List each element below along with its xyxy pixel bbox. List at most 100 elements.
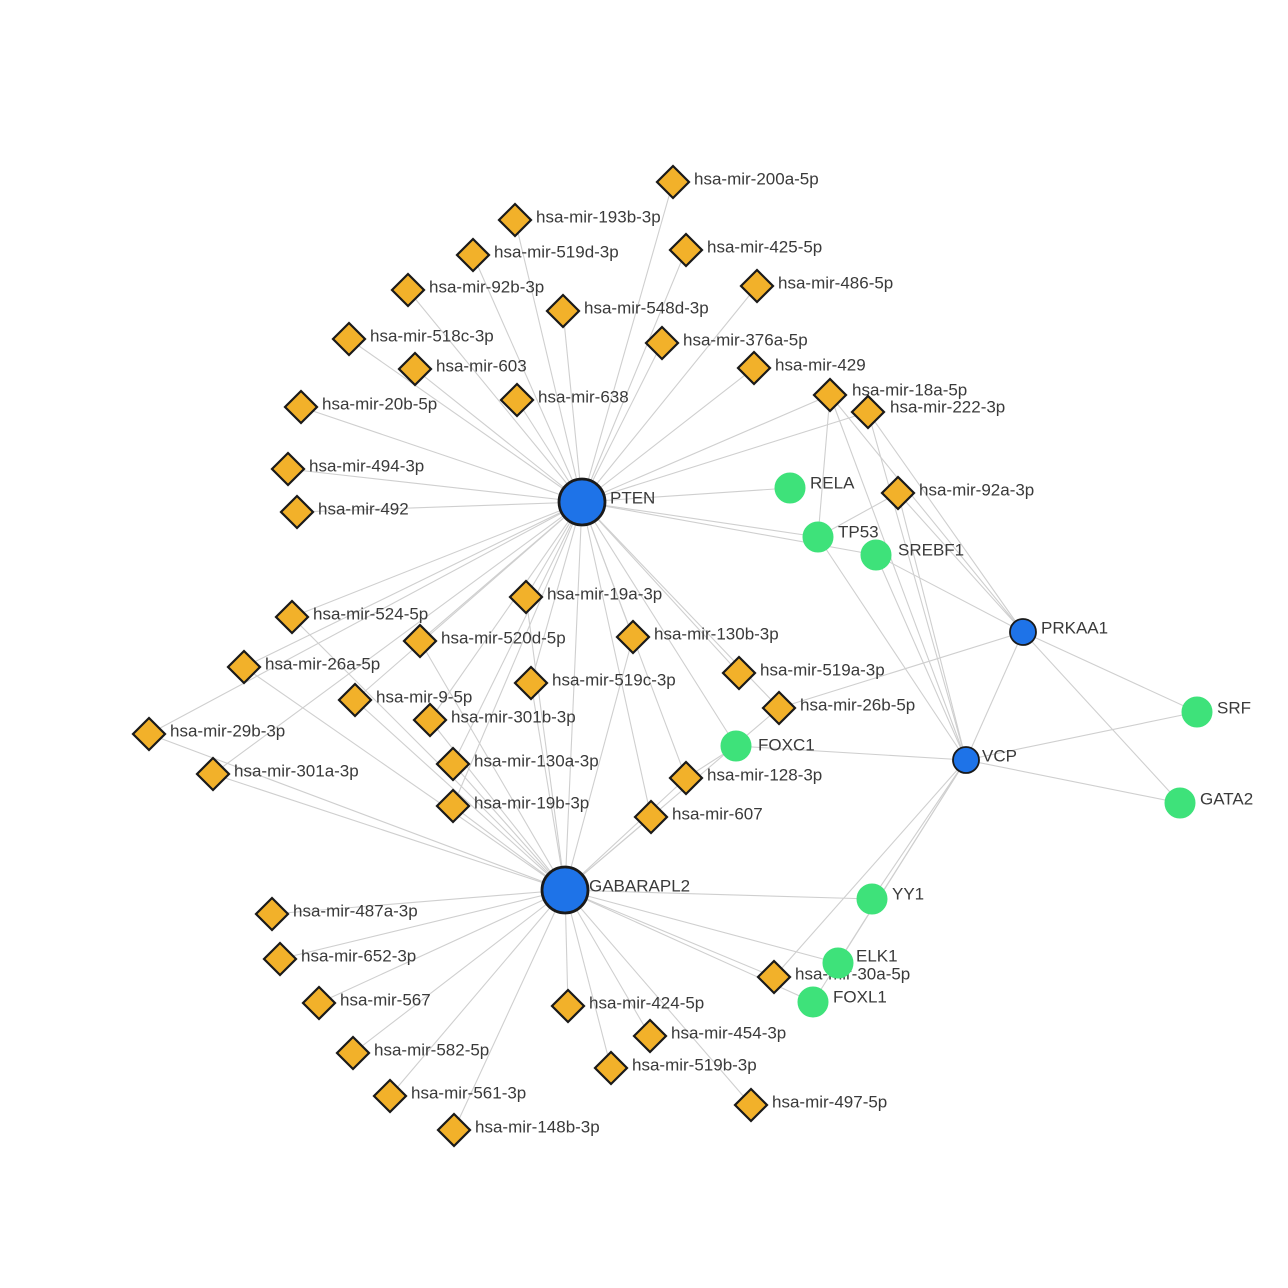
node-label: hsa-mir-18a-5p bbox=[852, 380, 967, 399]
node-m519a3p[interactable]: hsa-mir-519a-3p bbox=[721, 655, 885, 691]
node-m519d3p[interactable]: hsa-mir-519d-3p bbox=[455, 237, 619, 273]
edge-PTEN-FOXC1 bbox=[581, 501, 737, 747]
node-label: VCP bbox=[982, 746, 1017, 765]
node-label: GATA2 bbox=[1200, 789, 1253, 808]
node-label: hsa-mir-26a-5p bbox=[265, 654, 380, 673]
node-m497_5p[interactable]: hsa-mir-497-5p bbox=[733, 1087, 887, 1123]
mirna-diamond-marker bbox=[739, 268, 775, 304]
node-m518c3p[interactable]: hsa-mir-518c-3p bbox=[331, 321, 494, 357]
node-layer: hsa-mir-200a-5phsa-mir-193b-3phsa-mir-51… bbox=[131, 164, 1253, 1148]
edge-PTEN-m29b3p bbox=[148, 501, 583, 735]
node-m454_3p[interactable]: hsa-mir-454-3p bbox=[632, 1018, 786, 1054]
node-m26a5p[interactable]: hsa-mir-26a-5p bbox=[226, 649, 380, 685]
edge-GABARAPL2-YY1 bbox=[564, 889, 873, 900]
node-m519c3p[interactable]: hsa-mir-519c-3p bbox=[513, 665, 676, 701]
node-PRKAA1[interactable]: PRKAA1 bbox=[1009, 618, 1108, 646]
node-m486_5p[interactable]: hsa-mir-486-5p bbox=[739, 268, 893, 304]
node-m492[interactable]: hsa-mir-492 bbox=[279, 494, 409, 530]
mirna-diamond-marker bbox=[633, 799, 669, 835]
node-label: hsa-mir-497-5p bbox=[772, 1092, 887, 1111]
edge-PTEN-m429 bbox=[581, 367, 755, 503]
node-VCP[interactable]: VCP bbox=[952, 746, 1017, 774]
mirna-diamond-marker bbox=[632, 1018, 668, 1054]
node-FOXL1[interactable]: FOXL1 bbox=[797, 986, 887, 1018]
node-m193b3p[interactable]: hsa-mir-193b-3p bbox=[497, 202, 661, 238]
edge-GABARAPL2-m26a5p bbox=[243, 666, 566, 891]
node-m429[interactable]: hsa-mir-429 bbox=[736, 350, 866, 386]
edge-PTEN-m548d3p bbox=[562, 310, 583, 503]
node-m425_5p[interactable]: hsa-mir-425-5p bbox=[668, 232, 822, 268]
node-m524_5p[interactable]: hsa-mir-524-5p bbox=[274, 599, 428, 635]
node-SREBF1[interactable]: SREBF1 bbox=[860, 539, 964, 571]
node-label: hsa-mir-9-5p bbox=[376, 687, 472, 706]
node-m18a5p[interactable]: hsa-mir-18a-5p bbox=[812, 377, 967, 413]
edge-GABARAPL2-m19a3p bbox=[525, 596, 566, 891]
node-m20b5p[interactable]: hsa-mir-20b-5p bbox=[283, 389, 437, 425]
node-m130b3p[interactable]: hsa-mir-130b-3p bbox=[615, 619, 779, 655]
node-RELA[interactable]: RELA bbox=[774, 472, 855, 504]
node-m603[interactable]: hsa-mir-603 bbox=[397, 351, 527, 387]
edge-PRKAA1-m222_3p bbox=[867, 411, 1024, 633]
transcription-factor-circle-marker bbox=[822, 947, 854, 979]
node-label: TP53 bbox=[838, 522, 879, 541]
node-GATA2[interactable]: GATA2 bbox=[1164, 787, 1253, 819]
node-label: hsa-mir-130b-3p bbox=[654, 624, 779, 643]
node-m19a3p[interactable]: hsa-mir-19a-3p bbox=[508, 579, 662, 615]
node-GABARAPL2[interactable]: GABARAPL2 bbox=[540, 865, 690, 915]
edge-VCP-m92a3p bbox=[897, 492, 967, 761]
edge-GABARAPL2-m130b3p bbox=[564, 636, 634, 891]
node-m567[interactable]: hsa-mir-567 bbox=[301, 985, 431, 1021]
node-m301a3p[interactable]: hsa-mir-301a-3p bbox=[195, 756, 359, 792]
node-PTEN[interactable]: PTEN bbox=[557, 477, 655, 527]
node-m638[interactable]: hsa-mir-638 bbox=[499, 382, 629, 418]
node-m19b3p[interactable]: hsa-mir-19b-3p bbox=[435, 788, 589, 824]
node-SRF[interactable]: SRF bbox=[1181, 696, 1251, 728]
edge-PRKAA1-VCP bbox=[965, 631, 1024, 761]
node-label: hsa-mir-494-3p bbox=[309, 456, 424, 475]
node-m582_5p[interactable]: hsa-mir-582-5p bbox=[335, 1035, 489, 1071]
edge-VCP-FOXC1 bbox=[735, 745, 967, 761]
node-label: hsa-mir-603 bbox=[436, 356, 527, 375]
node-m92b3p[interactable]: hsa-mir-92b-3p bbox=[390, 272, 544, 308]
edge-PTEN-m130a3p bbox=[452, 501, 583, 765]
node-m148b3p[interactable]: hsa-mir-148b-3p bbox=[436, 1112, 600, 1148]
node-m9_5p[interactable]: hsa-mir-9-5p bbox=[337, 682, 472, 718]
node-m222_3p[interactable]: hsa-mir-222-3p bbox=[850, 394, 1005, 430]
node-m424_5p[interactable]: hsa-mir-424-5p bbox=[550, 988, 704, 1024]
node-m487a3p[interactable]: hsa-mir-487a-3p bbox=[254, 896, 418, 932]
node-label: hsa-mir-548d-3p bbox=[584, 298, 709, 317]
node-label: hsa-mir-429 bbox=[775, 355, 866, 374]
node-m548d3p[interactable]: hsa-mir-548d-3p bbox=[545, 293, 709, 329]
edge-PTEN-m603 bbox=[414, 368, 583, 503]
node-m301b3p[interactable]: hsa-mir-301b-3p bbox=[412, 702, 576, 738]
node-FOXC1[interactable]: FOXC1 bbox=[720, 730, 815, 762]
edge-VCP-GATA2 bbox=[965, 759, 1181, 804]
node-m29b3p[interactable]: hsa-mir-29b-3p bbox=[131, 716, 285, 752]
node-label: hsa-mir-561-3p bbox=[411, 1083, 526, 1102]
node-YY1[interactable]: YY1 bbox=[856, 883, 924, 915]
node-m376a5p[interactable]: hsa-mir-376a-5p bbox=[644, 325, 808, 361]
edge-PTEN-m92b3p bbox=[407, 289, 583, 503]
node-m92a3p[interactable]: hsa-mir-92a-3p bbox=[880, 475, 1034, 511]
mirna-diamond-marker bbox=[412, 702, 448, 738]
edge-PTEN-m519c3p bbox=[530, 501, 583, 684]
node-m128_3p[interactable]: hsa-mir-128-3p bbox=[668, 760, 822, 796]
mirna-diamond-marker bbox=[270, 451, 306, 487]
node-m26b5p[interactable]: hsa-mir-26b-5p bbox=[761, 690, 915, 726]
edge-VCP-m18a5p bbox=[829, 394, 967, 761]
node-m519b3p[interactable]: hsa-mir-519b-3p bbox=[593, 1050, 757, 1086]
node-TP53[interactable]: TP53 bbox=[802, 521, 879, 553]
transcription-factor-circle-marker bbox=[797, 986, 829, 1018]
mirna-diamond-marker bbox=[455, 237, 491, 273]
edge-GABARAPL2-m29b3p bbox=[148, 733, 566, 891]
gene-circle-marker bbox=[952, 746, 980, 774]
node-m652_3p[interactable]: hsa-mir-652-3p bbox=[262, 941, 416, 977]
node-m607[interactable]: hsa-mir-607 bbox=[633, 799, 763, 835]
node-m561_3p[interactable]: hsa-mir-561-3p bbox=[372, 1078, 526, 1114]
node-m494_3p[interactable]: hsa-mir-494-3p bbox=[270, 451, 424, 487]
node-m200a5p[interactable]: hsa-mir-200a-5p bbox=[655, 164, 819, 200]
node-m130a3p[interactable]: hsa-mir-130a-3p bbox=[435, 746, 599, 782]
node-m520d5p[interactable]: hsa-mir-520d-5p bbox=[402, 623, 566, 659]
node-label: SREBF1 bbox=[898, 540, 964, 559]
node-ELK1[interactable]: ELK1 bbox=[822, 946, 898, 979]
